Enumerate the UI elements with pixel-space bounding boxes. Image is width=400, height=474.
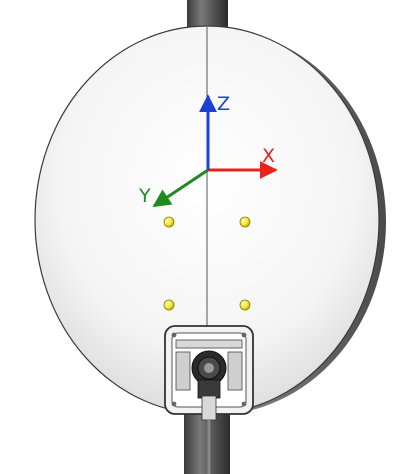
marker-group	[163, 216, 251, 311]
x-axis-label: X	[262, 145, 275, 167]
marker-point	[239, 216, 251, 228]
marker-point	[163, 299, 175, 311]
feed-housing	[164, 325, 254, 474]
marker-point	[163, 216, 175, 228]
marker-point	[239, 299, 251, 311]
y-axis-arrow	[152, 168, 209, 208]
coordinate-axes: X Z Y	[138, 93, 278, 208]
y-axis-label: Y	[138, 185, 151, 207]
z-axis-label: Z	[217, 93, 230, 115]
